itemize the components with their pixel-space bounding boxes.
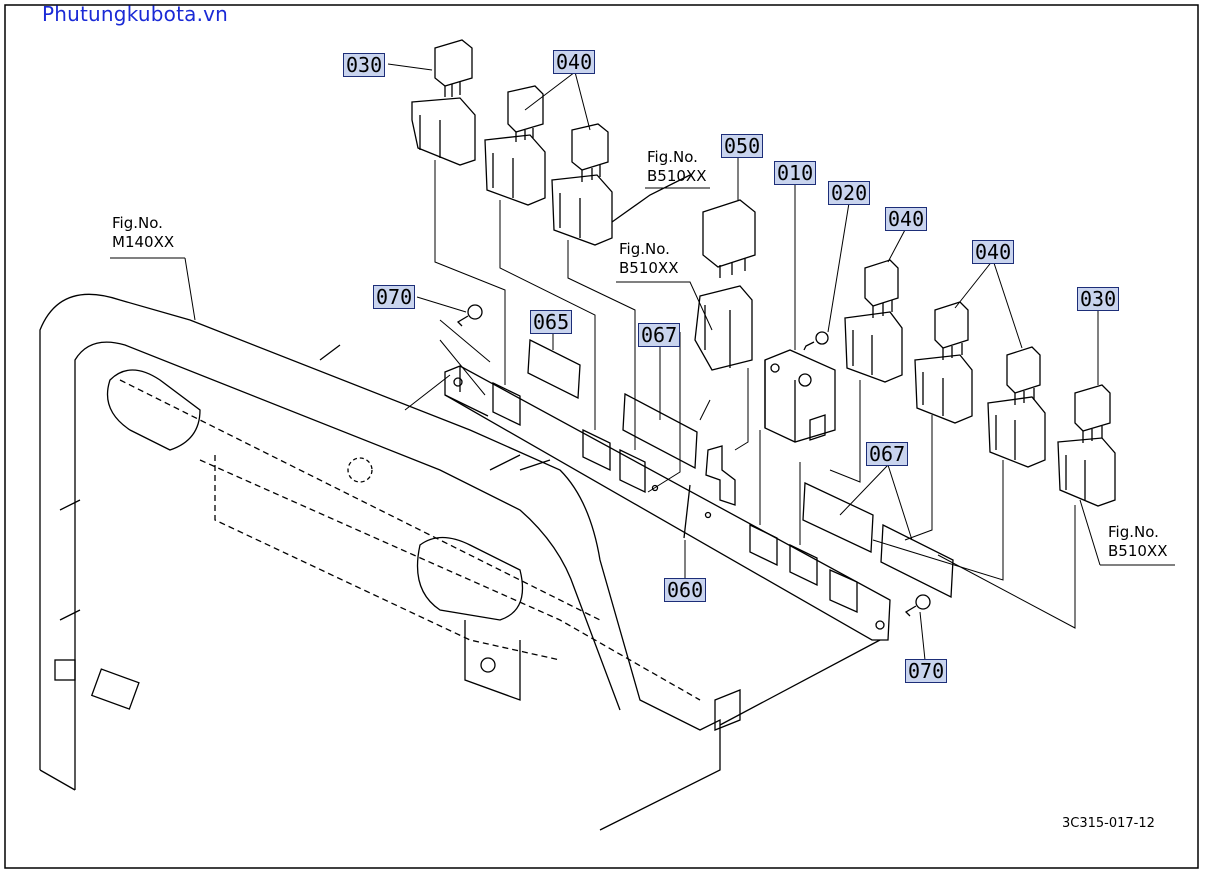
figref-b510-top[interactable]: Fig.No. B510XX <box>647 148 706 186</box>
callout-050[interactable]: 050 <box>721 134 764 158</box>
callout-030-top[interactable]: 030 <box>343 53 386 77</box>
callout-020[interactable]: 020 <box>828 181 871 205</box>
figref-b510-right[interactable]: Fig.No. B510XX <box>1108 523 1167 561</box>
callout-067-right[interactable]: 067 <box>866 442 909 466</box>
bracket-bar <box>444 365 891 641</box>
callout-070-left[interactable]: 070 <box>373 285 416 309</box>
site-watermark: Phutungkubota.vn <box>42 2 229 26</box>
callout-060[interactable]: 060 <box>664 578 707 602</box>
callout-040-right[interactable]: 040 <box>972 240 1015 264</box>
figref-b510-mid-line1: Fig.No. <box>619 240 670 258</box>
label-plates <box>527 338 954 599</box>
figref-m140-line2: M140XX <box>112 233 175 251</box>
screws <box>456 304 931 617</box>
callout-067-left[interactable]: 067 <box>638 323 681 347</box>
cab-frame <box>39 293 881 831</box>
figref-b510-top-line2: B510XX <box>647 167 707 185</box>
callout-065[interactable]: 065 <box>530 310 573 334</box>
callout-040-top[interactable]: 040 <box>553 50 596 74</box>
figref-m140[interactable]: Fig.No. M140XX <box>112 214 174 252</box>
drawing-code: 3C315-017-12 <box>1062 816 1155 831</box>
figref-b510-top-line1: Fig.No. <box>647 148 698 166</box>
callout-010[interactable]: 010 <box>774 161 817 185</box>
figref-m140-line1: Fig.No. <box>112 214 163 232</box>
figref-b510-mid[interactable]: Fig.No. B510XX <box>619 240 678 278</box>
figref-b510-right-line1: Fig.No. <box>1108 523 1159 541</box>
drawing-border <box>4 4 1199 869</box>
figref-b510-right-line2: B510XX <box>1108 542 1168 560</box>
figref-b510-mid-line2: B510XX <box>619 259 679 277</box>
callout-040-mid[interactable]: 040 <box>885 207 928 231</box>
relay-group <box>411 39 1116 507</box>
callout-070-right[interactable]: 070 <box>905 659 948 683</box>
callout-030-right[interactable]: 030 <box>1077 287 1120 311</box>
